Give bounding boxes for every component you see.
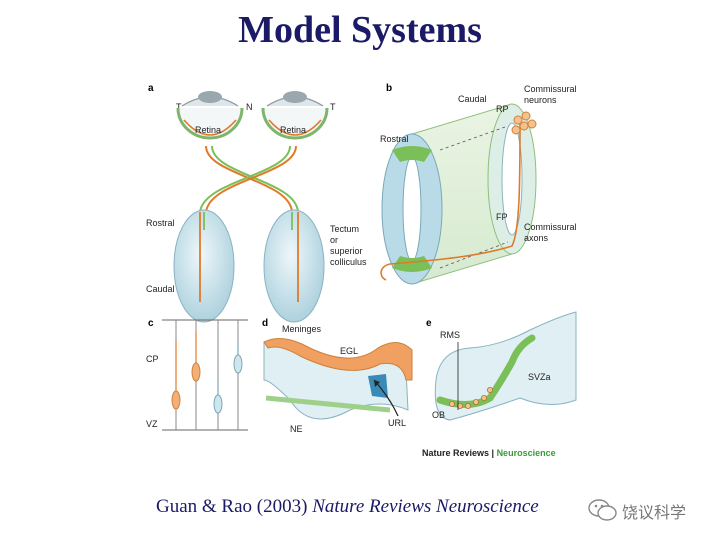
slide-title: Model Systems [238,9,482,51]
vz-label: VZ [146,419,158,429]
migrating-cells-e [448,386,493,409]
url-label: URL [388,418,406,428]
commissural-neurons [511,111,537,135]
rostral-label: Rostral [146,218,175,228]
watermark-text: 饶议科学 [622,503,687,522]
panel-c-letter: c [148,318,154,329]
caudal-b-label: Caudal [458,94,487,104]
watermark: 饶议科学 [588,496,716,524]
commissural-axon [380,123,521,281]
figure: a T N T Retina Retina [146,83,577,458]
journal-credit-part1: Nature Reviews | [422,448,497,458]
tectum-label-3: superior [330,246,363,256]
roof-plate-label: RP [496,104,509,114]
migrating-neurons [171,332,243,414]
forebrain-tissue [434,311,577,421]
tectum-label-4: colliculus [330,257,367,267]
right-eye [261,91,329,140]
panel-e: e RMS SVZa OB [426,311,577,421]
rostral-b-label: Rostral [380,134,409,144]
journal-credit: Nature Reviews | Neuroscience [422,448,556,458]
panel-c: c CP VZ [146,318,248,431]
citation: Guan & Rao (2003) Nature Reviews Neurosc… [156,496,539,518]
svza-label: SVZa [528,372,551,382]
ob-label: OB [432,410,445,420]
tectum-label-2: or [330,235,338,245]
cp-label: CP [146,354,159,364]
rms-label: RMS [440,330,460,340]
tectum-label-1: Tectum [330,224,359,234]
panel-a-letter: a [148,83,154,94]
wechat-logo-icon [588,499,617,521]
panel-d: d Meninges EGL NE URL [262,318,413,434]
panel-b-letter: b [386,83,392,94]
panel-d-letter: d [262,318,268,329]
right-tectum [263,209,325,323]
ne-band [265,395,391,413]
citation-journal: Nature Reviews Neuroscience [312,496,539,517]
egl-label: EGL [340,346,358,356]
commissural-axons-label-1: Commissural [524,222,577,232]
panel-a: a T N T Retina Retina [146,83,367,323]
commissural-neurons-label-2: neurons [524,95,557,105]
journal-credit-part2: Neuroscience [497,448,556,458]
egl-band [263,338,413,381]
citation-authors: Guan & Rao (2003) [156,496,313,517]
left-tectum [173,209,235,323]
commissural-axons-label-2: axons [524,233,549,243]
floor-plate-label: FP [496,212,508,222]
retina-right-label: Retina [280,125,306,135]
meninges-label: Meninges [282,324,322,334]
optic-fibres [199,145,299,213]
label-temporal-left: T [176,102,182,112]
ne-label: NE [290,424,303,434]
retina-left-label: Retina [195,125,221,135]
label-temporal-right: T [330,102,336,112]
panel-e-letter: e [426,318,432,329]
left-eye [176,91,244,140]
commissural-neurons-label-1: Commissural [524,84,577,94]
caudal-label: Caudal [146,284,175,294]
label-nasal: N [246,102,253,112]
panel-b: b Caudal Rostral RP FP Commissura [380,83,577,285]
